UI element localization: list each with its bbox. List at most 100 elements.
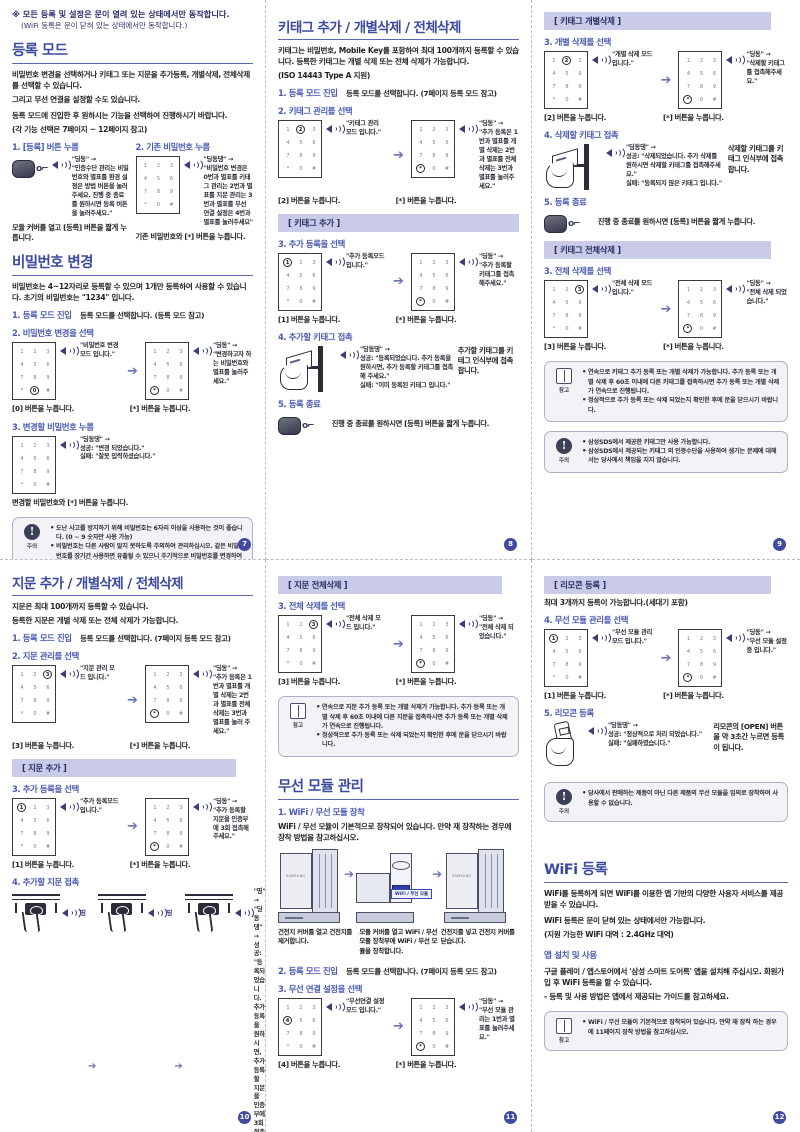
keytag-touch-illustration [544,144,602,191]
rm-voice-left: "무선 모듈 관리모드 입니다." [612,629,653,645]
voice-prompt-text: "비밀번호 변경은 0번과 별표를 키태그 관리는 2번과 별표를 지문 관리는… [203,165,254,226]
reference-label: 참고 [292,723,304,730]
rm5-voice-fail: 실패: "실패하였습니다." [608,740,671,748]
speaker-icon [51,158,71,172]
module-label: WiFi / 무선 모듈 [390,888,433,899]
change-password-body: 비밀번호는 4~12자리로 등록할 수 있으며 1개만 등록하여 사용할 수 있… [12,282,247,303]
register-button-icon: o⌐ [544,215,581,234]
fpall-voice-left: "전체 삭제 모드 입니다." [346,615,381,631]
speaker-icon [458,1000,478,1014]
arrow-right-icon: ➔ [660,72,672,88]
speaker-icon [726,53,746,67]
fp-body-2: 등록한 지문은 개별 삭제 또는 전체 삭제가 가능합니다. [12,616,179,625]
kt-step-1-enter-register-mode: 1. 등록 모드 진입 등록 모드를 선택합니다. (7페이지 등록 모드 참고… [278,87,519,99]
rm5-caption: 리모콘의 [OPEN] 버튼을 약 3초간 누르면 등록이 됩니다. [713,722,784,752]
speaker-icon [62,906,81,920]
register-mode-body-3: 등록 모드에 진입한 후 원하시는 기능을 선택하여 진행하시기 바랍니다. [12,111,228,121]
ktd4-voice-prefix: "딩동댕" → [626,144,656,152]
caution-icon: ! 주의 [553,437,575,464]
callout-caution: ! 주의 도난 사고를 방지하기 위해 비밀번호는 6자리 이상을 사용하는 것… [12,516,253,559]
speaker-icon [192,800,212,814]
rm-step-4-select-module-mgmt: 4. 무선 모듈 관리를 선택 [544,615,629,625]
ktd-step-3-select-delete: 3. 개별 삭제를 선택 [544,37,611,47]
fingerprint-reader-illustration [184,892,233,932]
caution-label: 주의 [558,457,570,464]
page-number: 12 [773,1111,786,1124]
speaker-icon [60,667,79,681]
rm-caption-right: [*] 버튼을 누릅니다. [663,691,724,700]
arrow-right-icon: ➔ [127,363,138,379]
page-number: 11 [504,1111,517,1124]
reference-item: WiFi / 무선 모듈이 기본적으로 장착되어 있습니다. 만약 재 장착 하… [582,1017,779,1037]
step-1-press-register: 1. [등록] 버튼 누름 [12,142,79,153]
speaker-icon [458,255,478,269]
ktall-voice-left: "전체 삭제 모드 입니다." [612,280,653,297]
caution-item: 삼성SDS에서 제공한 키태그만 사용 가능합니다. [582,437,779,448]
kt-step-1-label: 1. 등록 모드 진입 [278,88,338,98]
fpa4-voice-success: 성공: "등록되었습니다. 추가 등록을 원하시면, 추가 등록할 지문을 인증… [253,941,265,1132]
register-button-icon: o⌐ [12,160,49,179]
reference-item: 연속으로 키태그 추가 등록 또는 개별 삭제가 가능합니다. 추가 등록 또는… [582,367,779,396]
speaker-icon [458,617,478,631]
callout-reference: 참고 연속으로 지문 추가 등록 또는 개별 삭제가 가능합니다. 추가 등록 … [278,696,519,757]
fpa-caption-right: [*] 버튼을 누릅니다. [129,859,191,869]
ktall-voice-right-prefix: "딩동" → [746,280,771,288]
fp-caption-left: [3] 버튼을 누릅니다. [12,740,75,750]
ktd-caption-right: [*] 버튼을 누릅니다. [663,113,724,122]
wm-figure-caption-3: 건전지를 넣고 건전지 커버를 닫습니다. [440,927,515,946]
fingerprint-reader-illustration [98,892,147,932]
speaker-icon [326,617,345,631]
wifi-body-3: (지원 가능한 WiFi 대역 : 2.4GHz 대역) [544,930,674,940]
voice-prompt-prefix: "딩동댕" → [203,156,234,164]
speaker-icon [726,631,746,645]
cp-step-1-note: 등록 모드를 선택합니다. (등록 모드 참고) [80,311,205,321]
wm-step-2-enter-register-mode: 2. 등록 모드 진입 등록 모드를 선택합니다. (7페이지 등록 모드 참고… [278,965,519,977]
caution-item: 비밀번호는 다른 사람이 알지 못하도록 주의하여 관리하십시오. 같은 비밀번… [50,541,244,559]
fp-step-1-enter-register-mode: 1. 등록 모드 진입 등록 모드를 선택합니다. (7페이지 등록 모드 참고… [12,632,253,644]
speaker-icon [458,122,478,136]
fp-scan-sequence-2: 띵 [98,892,172,932]
cp-step-3-enter-new-password: 3. 변경할 비밀번호 누름 [12,421,94,432]
reference-item: 정상적으로 추가 등록 또는 삭제 되었는지 확인한 후에 문을 닫으시기 바랍… [582,395,779,415]
callout-reference: 참고 연속으로 키태그 추가 등록 또는 개별 삭제가 가능합니다. 추가 등록… [544,361,788,422]
reference-icon: 참고 [287,703,309,729]
wifi-body-1: WiFi를 등록하게 되면 WiFi를 이용한 앱 기반의 다양한 사용자 서비… [544,889,784,910]
reference-label: 참고 [558,388,570,395]
reference-icon: 참고 [553,368,575,394]
callout-caution: ! 주의 삼성SDS에서 제공한 키태그만 사용 가능합니다. 삼성SDS에서 … [544,430,788,473]
keytag-body-2: (ISO 14443 Type A 지원) [278,71,371,80]
caution-item: 도난 사고를 방지하기 위해 비밀번호는 6자리 이상을 사용하는 것이 좋습니… [50,523,244,543]
arrow-right-icon: ➔ [660,650,672,666]
wm-step-1-body: WiFi / 무선 모듈이 기본적으로 장착되어 있습니다. 만약 재 장착하는… [278,821,512,842]
reference-item: 연속으로 지문 추가 등록 또는 개별 삭제가 가능합니다. 추가 등록 또는 … [316,702,510,731]
doorlock-figure-battery-cover [278,848,342,923]
speaker-icon [60,438,79,452]
speaker-icon [592,282,611,296]
fp-voice-right: "추가 등록은 1번과 별표를 개별 삭제는 2번과 별표를 전체 삭제는 3번… [212,673,252,735]
fpall-voice-right-prefix: "딩동" → [478,615,504,622]
panel-page-10: 지문 추가 / 개별삭제 / 전체삭제 지문은 최대 100개까지 등록할 수 … [0,560,266,1132]
wm-step-2-note: 등록 모드를 선택합니다. (7페이지 등록 모드 참고) [346,966,497,976]
cp-caption-right: [*] 버튼을 누릅니다. [129,404,191,414]
section-heading-change-password: 비밀번호 변경 [12,251,253,277]
rm-step-5-register-remote: 5. 리모콘 등록 [544,708,594,719]
doorlock-figure-module-slot: WiFi / 무선 모듈 [356,849,433,923]
section-heading-register-mode: 등록 모드 [12,39,253,65]
arrow-right-icon: ➔ [174,1061,183,1073]
ktd-voice-right: "삭제할 키태그를 접촉해주세요." [746,59,785,85]
keytag-touch-illustration [278,345,336,392]
caution-label: 주의 [26,543,38,550]
ktall-voice-right: "전체 삭제 되었습니다." [746,289,787,306]
speaker-icon [192,344,212,358]
wifi-body-2: WiFi 등록은 문이 닫혀 있는 상태에서만 가능합니다. [544,916,706,926]
wm-voice-right-prefix: "딩동" → [478,997,504,1005]
top-notice-sub: (WiFi 등록은 문이 닫혀 있는 상태에서만 동작합니다.) [21,21,188,31]
register-mode-body-4: (각 기능 선택은 7페이지 ~ 12페이지 참고) [12,125,148,135]
